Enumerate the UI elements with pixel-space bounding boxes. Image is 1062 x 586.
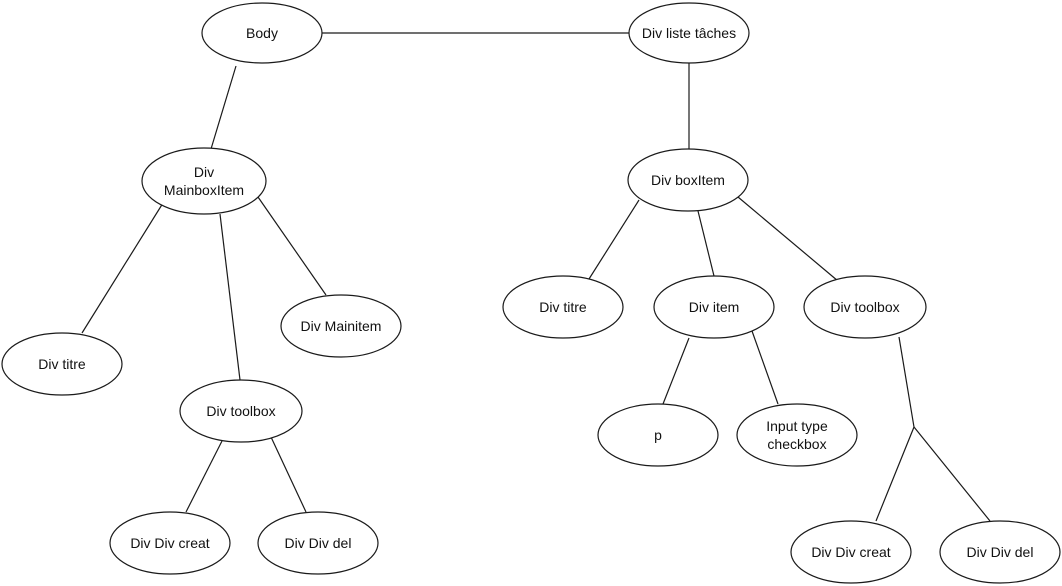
node-label: Div Mainitem <box>301 318 382 334</box>
edge-toolbox_l-to-del_l <box>270 436 307 513</box>
edge-boxitem-to-toolbox_r <box>737 196 839 282</box>
edge-toolbox_r-to-del_r <box>913 426 991 522</box>
node-label: Div titre <box>38 356 86 372</box>
node-label: Div Div creat <box>130 535 209 551</box>
node-titre-l: Div titre <box>1 332 123 396</box>
edge-item-to-p <box>662 337 690 405</box>
node-boxitem: Div boxItem <box>627 148 749 212</box>
node-del-l: Div Div del <box>257 511 379 575</box>
node-ellipse <box>790 520 912 584</box>
node-creat-l: Div Div creat <box>109 511 231 575</box>
edge-mainbox-to-titre_l <box>81 202 164 334</box>
edge-item-to-checkbox <box>751 330 779 405</box>
node-ellipse <box>653 275 775 339</box>
node-label: Div titre <box>539 299 587 315</box>
node-ellipse <box>109 511 231 575</box>
node-toolbox-r: Div toolbox <box>803 275 927 339</box>
edge-toolbox_r-to-creat_r <box>875 336 915 522</box>
node-liste: Div liste tâches <box>628 2 750 64</box>
edge-mainbox-to-mainitem <box>257 196 327 296</box>
node-label: Div Div del <box>967 544 1034 560</box>
node-label: Div toolbox <box>206 403 275 419</box>
edge-boxitem-to-item <box>697 210 715 277</box>
node-label: Body <box>246 25 278 41</box>
edge-boxitem-to-titre_r <box>588 199 640 280</box>
node-label: Div Div creat <box>811 544 890 560</box>
node-ellipse <box>803 275 927 339</box>
node-ellipse <box>939 520 1061 584</box>
node-label: Div liste tâches <box>642 25 736 41</box>
node-ellipse <box>179 379 303 443</box>
node-ellipse <box>736 403 858 467</box>
node-ellipse <box>141 147 267 215</box>
node-label: Div boxItem <box>651 172 725 188</box>
edge-mainbox-to-toolbox_l <box>219 213 241 381</box>
node-ellipse <box>627 148 749 212</box>
node-ellipse <box>628 2 750 64</box>
edge-body-to-mainbox <box>210 65 237 150</box>
node-ellipse <box>257 511 379 575</box>
node-label: Div item <box>689 299 740 315</box>
node-creat-r: Div Div creat <box>790 520 912 584</box>
edge-toolbox_l-to-creat_l <box>185 440 223 513</box>
node-titre-r: Div titre <box>502 275 624 339</box>
node-del-r: Div Div del <box>939 520 1061 584</box>
node-body: Body <box>201 2 323 64</box>
node-ellipse <box>201 2 323 64</box>
node-ellipse <box>280 294 402 358</box>
node-ellipse <box>1 332 123 396</box>
node-item: Div item <box>653 275 775 339</box>
node-label: p <box>654 427 662 443</box>
node-ellipse <box>502 275 624 339</box>
node-mainitem: Div Mainitem <box>280 294 402 358</box>
node-ellipse <box>597 403 719 467</box>
edges <box>81 32 991 522</box>
node-label: Div Div del <box>285 535 352 551</box>
node-label: Div toolbox <box>830 299 899 315</box>
node-p: p <box>597 403 719 467</box>
node-toolbox-l: Div toolbox <box>179 379 303 443</box>
